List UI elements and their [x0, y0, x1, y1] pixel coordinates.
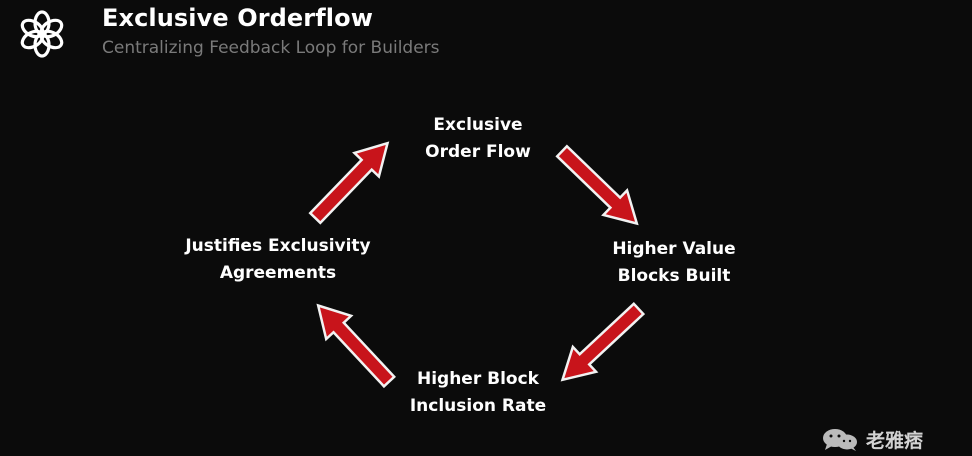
- slide-title: Exclusive Orderflow: [102, 4, 373, 32]
- node-line: Agreements: [219, 263, 337, 283]
- slide-subtitle: Centralizing Feedback Loop for Builders: [102, 38, 440, 58]
- node-line: Exclusive: [433, 115, 523, 135]
- wechat-icon: [823, 429, 857, 451]
- node-exclusive-order-flow: Exclusive Order Flow: [400, 112, 556, 166]
- watermark-ghost-text: AL: [908, 436, 922, 446]
- node-line: Order Flow: [425, 142, 531, 162]
- flower-logo-icon: [20, 10, 64, 58]
- node-higher-value-blocks: Higher Value Blocks Built: [592, 236, 756, 290]
- node-line: Justifies Exclusivity: [185, 236, 371, 256]
- watermark-text: 老雅痞: [866, 429, 924, 452]
- node-line: Blocks Built: [617, 266, 731, 286]
- watermark: 老雅痞: [820, 424, 923, 454]
- arrow-top-to-right: [548, 137, 650, 237]
- node-line: Higher Value: [612, 239, 736, 259]
- node-line: Higher Block: [416, 369, 539, 389]
- arrow-left-to-top: [301, 130, 401, 232]
- node-justifies-exclusivity: Justifies Exclusivity Agreements: [160, 233, 396, 287]
- node-higher-block-inclusion: Higher Block Inclusion Rate: [386, 366, 570, 420]
- node-line: Inclusion Rate: [409, 396, 547, 416]
